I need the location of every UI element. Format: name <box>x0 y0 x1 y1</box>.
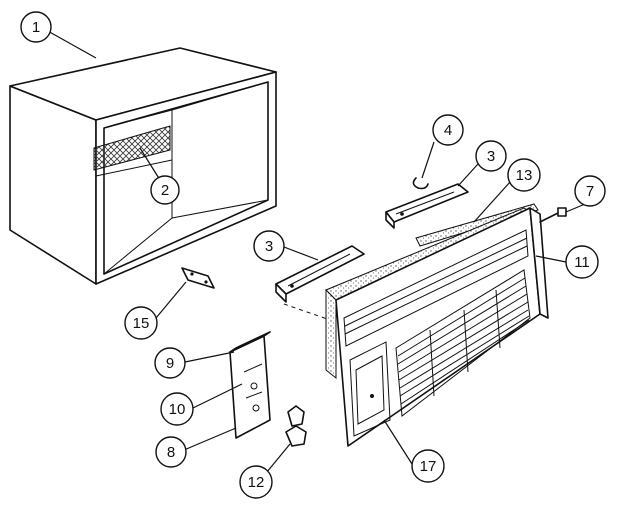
callout-9: 9 <box>154 347 186 379</box>
callout-1: 1 <box>20 11 52 43</box>
callout-17-label: 17 <box>420 458 437 475</box>
front-grille-panel <box>325 207 549 447</box>
callout-13-label: 13 <box>516 167 533 184</box>
callout-12-label: 12 <box>248 474 265 491</box>
clip-part <box>412 177 429 190</box>
mesh-filter <box>93 125 171 171</box>
callout-8-label: 8 <box>167 444 175 461</box>
side-rail-lower <box>275 245 365 303</box>
callout-7-label: 7 <box>586 183 594 200</box>
control-panel-plate <box>229 331 271 439</box>
grille-louvers <box>397 277 530 405</box>
screw-part <box>539 207 567 223</box>
callout-11-label: 11 <box>574 254 590 271</box>
callout-3-upper: 3 <box>475 140 507 172</box>
callout-17: 17 <box>411 449 445 483</box>
callout-13: 13 <box>507 158 541 192</box>
callout-8: 8 <box>155 436 187 468</box>
callout-4-label: 4 <box>444 122 452 139</box>
side-rail-upper <box>385 183 469 229</box>
callout-4: 4 <box>432 114 464 146</box>
callout-3-lower-label: 3 <box>265 238 273 255</box>
callout-7: 7 <box>574 175 606 207</box>
callout-15: 15 <box>124 306 158 340</box>
callout-2: 2 <box>150 175 180 205</box>
callout-11: 11 <box>565 245 599 279</box>
callout-3-upper-label: 3 <box>487 148 495 165</box>
callout-15-label: 15 <box>133 315 150 332</box>
callout-12: 12 <box>239 465 273 499</box>
control-knobs <box>285 405 307 447</box>
callout-10-label: 10 <box>169 401 186 418</box>
callout-10: 10 <box>160 392 194 426</box>
callout-1-label: 1 <box>32 19 40 36</box>
cabinet-shell <box>9 47 277 285</box>
callout-9-label: 9 <box>166 355 174 372</box>
callout-2-label: 2 <box>161 182 169 199</box>
bracket-part <box>181 267 215 289</box>
callout-3-lower: 3 <box>253 230 285 262</box>
